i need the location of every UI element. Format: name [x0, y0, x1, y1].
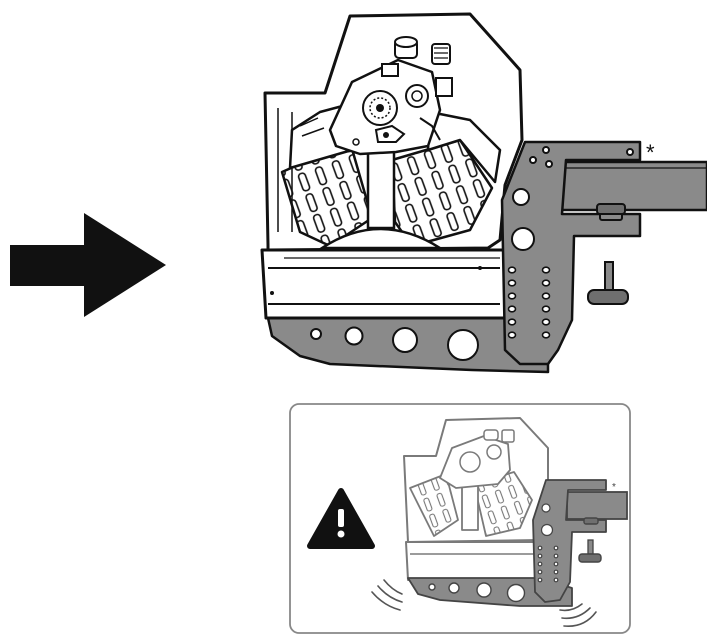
arrow-right-icon	[10, 213, 166, 317]
clamp-plate	[500, 140, 642, 366]
mount-marker: *	[646, 140, 655, 165]
warning-icon	[307, 488, 375, 549]
base-plate-holes	[310, 326, 479, 361]
oil-pan	[260, 248, 507, 320]
vibration-icon	[371, 579, 597, 628]
warning-inset: *	[289, 403, 631, 634]
clamp-screw-top	[596, 203, 626, 221]
stand-bar	[560, 160, 707, 212]
inset-stand-bar	[566, 491, 628, 520]
clamp-plate-holes	[511, 146, 634, 251]
inset-mount-marker: *	[612, 482, 616, 493]
clamp-plate-hole-rows	[507, 266, 551, 339]
inset-engine	[403, 417, 549, 581]
inset-clamp-plate	[532, 479, 607, 603]
clamp-screw-bottom	[587, 261, 629, 305]
engine-clamped-to-stand: *	[260, 12, 707, 374]
